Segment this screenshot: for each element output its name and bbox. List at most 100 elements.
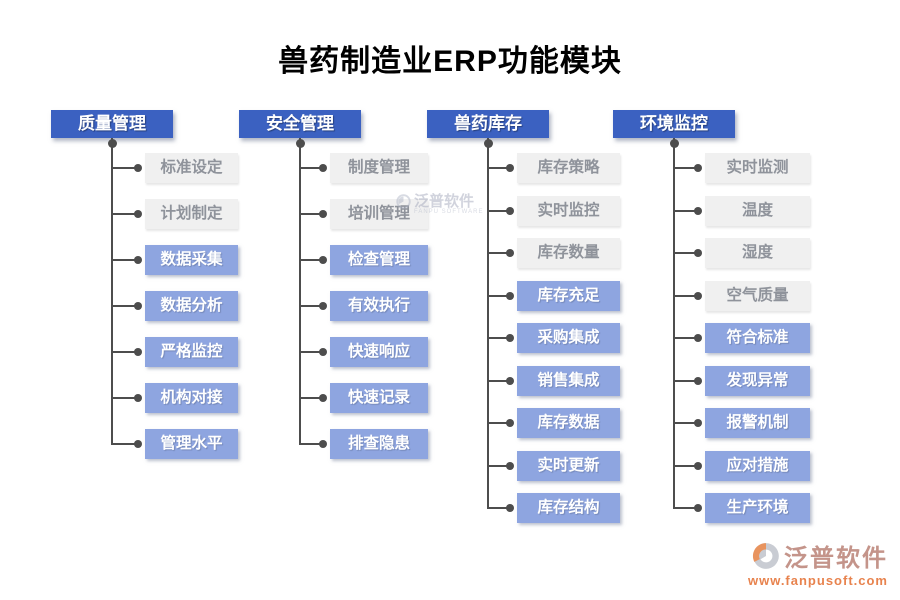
branch-item: 培训管理	[330, 199, 428, 229]
node-bullet	[319, 302, 327, 310]
tree-branch-line	[674, 167, 700, 169]
tree-branch-line	[300, 351, 325, 353]
fanpu-logo-icon	[752, 542, 779, 569]
node-bullet	[506, 376, 514, 385]
tree-branch-line	[300, 213, 325, 215]
tree-branch-line	[112, 305, 140, 307]
tree-branch-line	[112, 397, 140, 399]
tree-branch-line	[112, 213, 140, 215]
watermark-footer: 泛普软件 www.fanpusoft.com	[748, 538, 888, 588]
branch-item: 销售集成	[517, 365, 620, 396]
trunk-dot	[295, 139, 305, 148]
branch-item: 库存数量	[517, 238, 620, 268]
tree-branch-line	[300, 167, 325, 169]
node-bullet	[319, 394, 327, 402]
node-bullet	[506, 504, 514, 512]
tree-branch-line	[488, 209, 512, 212]
node-bullet	[694, 461, 702, 470]
tree-trunk-line	[299, 138, 301, 445]
branch-item: 数据采集	[145, 245, 238, 275]
branch-item: 采购集成	[517, 323, 620, 353]
node-bullet	[506, 334, 514, 342]
node-bullet	[506, 291, 514, 300]
branch-item: 符合标准	[705, 323, 810, 353]
node-bullet	[319, 164, 327, 172]
diagram-title: 兽药制造业ERP功能模块	[278, 45, 622, 78]
tree-branch-line	[488, 294, 512, 297]
node-bullet	[506, 461, 514, 470]
branch-item: 湿度	[705, 238, 810, 268]
branch-item: 库存充足	[517, 280, 620, 311]
branch-item: 发现异常	[705, 365, 810, 396]
watermark-footer-url: www.fanpusoft.com	[747, 573, 888, 588]
node-bullet	[134, 394, 142, 402]
branch-item: 实时监控	[517, 195, 620, 226]
tree-branch-line	[674, 422, 700, 424]
tree-branch-line	[112, 443, 140, 445]
tree-trunk-line	[673, 138, 675, 509]
node-bullet	[694, 419, 702, 427]
branch-item: 库存策略	[517, 153, 620, 183]
node-bullet	[694, 206, 702, 215]
tree-branch-line	[674, 209, 700, 212]
branch-item: 实时更新	[517, 450, 620, 481]
branch-item: 排查隐患	[330, 429, 428, 459]
node-bullet	[506, 206, 514, 215]
node-bullet	[694, 334, 702, 342]
tree-branch-line	[488, 507, 512, 509]
branch-item: 计划制定	[145, 199, 238, 229]
node-bullet	[319, 256, 327, 264]
branch-header: 兽药库存	[427, 110, 549, 138]
branch-item: 机构对接	[145, 383, 238, 413]
tree-branch-line	[488, 337, 512, 339]
trunk-dot	[107, 139, 117, 148]
tree-branch-line	[112, 259, 140, 261]
node-bullet	[134, 256, 142, 264]
tree-branch-line	[674, 294, 700, 297]
branch-item: 报警机制	[705, 408, 810, 438]
node-bullet	[134, 164, 142, 172]
tree-trunk-line	[111, 138, 113, 445]
tree-branch-line	[674, 464, 700, 467]
trunk-dot	[483, 139, 493, 148]
tree-branch-line	[488, 422, 512, 424]
tree-branch-line	[112, 351, 140, 353]
branch-item: 数据分析	[145, 291, 238, 321]
branch-item: 空气质量	[705, 280, 810, 311]
branch-item: 检查管理	[330, 245, 428, 275]
node-bullet	[134, 348, 142, 356]
tree-branch-line	[300, 397, 325, 399]
tree-branch-line	[674, 252, 700, 254]
branch-item: 快速响应	[330, 337, 428, 367]
node-bullet	[134, 302, 142, 310]
tree-branch-line	[674, 379, 700, 382]
node-bullet	[506, 419, 514, 427]
branch-item: 温度	[705, 195, 810, 226]
branch-item: 库存数据	[517, 408, 620, 438]
tree-branch-line	[300, 305, 325, 307]
node-bullet	[694, 249, 702, 257]
node-bullet	[694, 291, 702, 300]
tree-trunk-line	[487, 138, 489, 509]
branch-header: 环境监控	[613, 110, 735, 138]
trunk-dot	[669, 139, 679, 148]
node-bullet	[319, 348, 327, 356]
node-bullet	[319, 440, 327, 448]
branch-item: 库存结构	[517, 493, 620, 523]
tree-branch-line	[488, 379, 512, 382]
node-bullet	[506, 164, 514, 172]
node-bullet	[134, 210, 142, 218]
branch-item: 应对措施	[705, 450, 810, 481]
branch-item: 快速记录	[330, 383, 428, 413]
branch-item: 实时监测	[705, 153, 810, 183]
node-bullet	[694, 504, 702, 512]
node-bullet	[694, 376, 702, 385]
node-bullet	[319, 210, 327, 218]
tree-branch-line	[300, 259, 325, 261]
branch-item: 制度管理	[330, 153, 428, 183]
tree-branch-line	[112, 167, 140, 169]
branch-item: 严格监控	[145, 337, 238, 367]
watermark-footer-brand: 泛普软件	[784, 545, 888, 572]
node-bullet	[134, 440, 142, 448]
